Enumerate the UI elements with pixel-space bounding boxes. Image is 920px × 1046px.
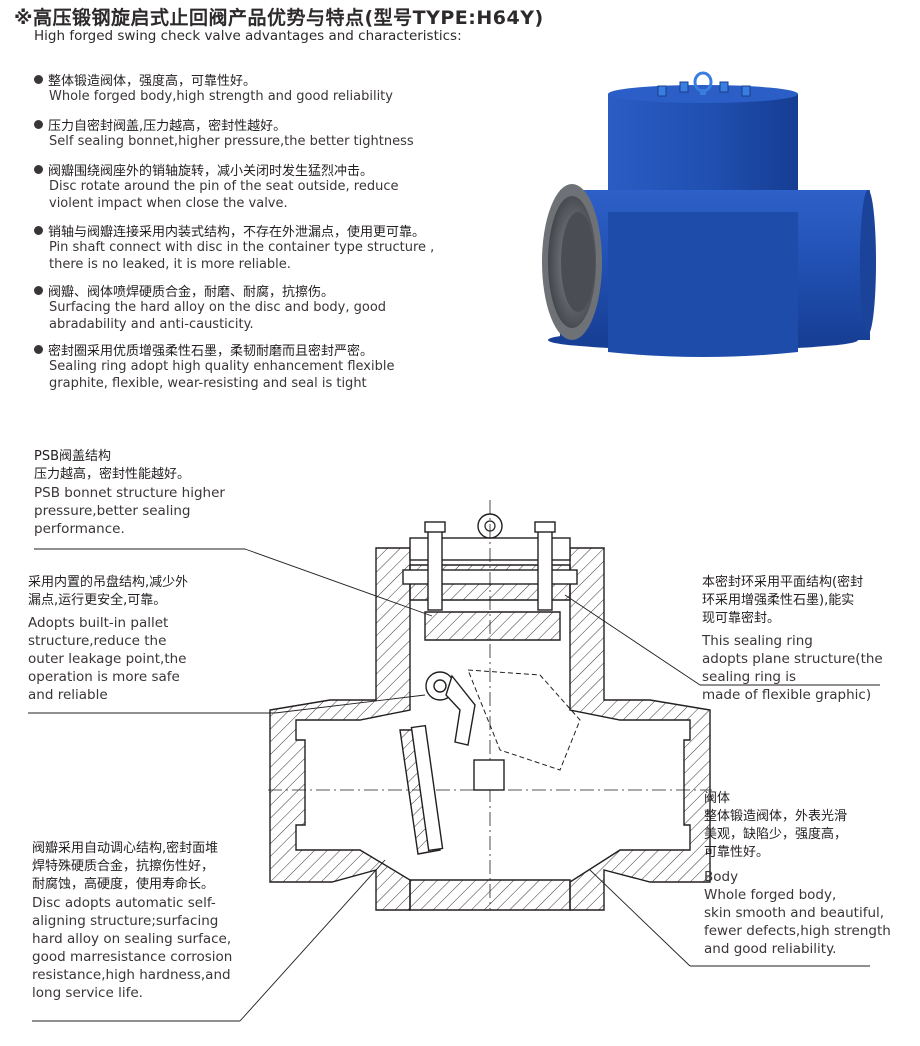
bullet-icon [34, 120, 43, 129]
advantage-en: abradability and anti-causticity. [49, 316, 254, 332]
page-subtitle: High forged swing check valve advantages… [34, 28, 462, 44]
annotation-seal-ring: 本密封环采用平面结构(密封 环采用增强柔性石墨),能实 现可靠密封。 This … [702, 575, 883, 703]
advantage-item: 阀瓣围绕阀座外的销轴旋转，减小关闭时发生猛烈冲击。 Disc rotate ar… [34, 160, 504, 212]
advantage-item: 阀瓣、阀体喷焊硬质合金，耐磨、耐腐，抗擦伤。 Surfacing the har… [34, 281, 504, 333]
advantage-item: 销轴与阀瓣连接采用内装式结构，不存在外泄漏点，使用更可靠。 Pin shaft … [34, 221, 504, 273]
advantage-zh: 压力自密封阀盖,压力越高，密封性越好。 [48, 119, 287, 134]
advantage-en: graphite, flexible, wear-resisting and s… [49, 375, 367, 391]
advantage-en: Pin shaft connect with disc in the conta… [49, 240, 435, 255]
advantage-zh: 销轴与阀瓣连接采用内装式结构，不存在外泄漏点，使用更可靠。 [48, 225, 426, 240]
advantage-en: Whole forged body,high strength and good… [49, 89, 393, 104]
page-title: ※高压锻钢旋启式止回阀产品优势与特点(型号TYPE:H64Y) [14, 7, 544, 29]
advantage-en: Self sealing bonnet,higher pressure,the … [49, 134, 414, 149]
advantage-en: Disc rotate around the pin of the seat o… [49, 179, 399, 194]
bullet-icon [34, 226, 43, 235]
valve-product-image [542, 71, 876, 357]
advantage-item: 密封圈采用优质增强柔性石墨，柔韧耐磨而且密封严密。 Sealing ring a… [34, 340, 504, 392]
advantage-en: Sealing ring adopt high quality enhancem… [49, 359, 395, 374]
advantage-en: violent impact when close the valve. [49, 195, 288, 211]
bullet-icon [34, 286, 43, 295]
bullet-icon [34, 345, 43, 354]
advantage-en: there is no leaked, it is more reliable. [49, 256, 291, 272]
annotation-body: 阀体 整体锻造阀体，外表光滑 美观，缺陷少，强度高， 可靠性好。 Body Wh… [704, 791, 891, 957]
valve-cross-section-diagram [28, 500, 880, 1022]
advantage-zh: 整体锻造阀体，强度高，可靠性好。 [48, 74, 257, 89]
bullet-icon [34, 75, 43, 84]
advantage-zh: 阀瓣围绕阀座外的销轴旋转，减小关闭时发生猛烈冲击。 [48, 164, 374, 179]
annotation-pallet: 采用内置的吊盘结构,减少外 漏点,运行更安全,可靠。 Adopts built-… [28, 575, 189, 703]
annotation-bonnet: PSB阀盖结构 压力越高，密封性能越好。 PSB bonnet structur… [34, 449, 225, 537]
bullet-icon [34, 165, 43, 174]
advantage-en: Surfacing the hard alloy on the disc and… [49, 300, 387, 315]
advantage-zh: 密封圈采用优质增强柔性石墨，柔韧耐磨而且密封严密。 [48, 344, 374, 359]
advantage-item: 整体锻造阀体，强度高，可靠性好。 Whole forged body,high … [34, 70, 504, 106]
advantage-item: 压力自密封阀盖,压力越高，密封性越好。 Self sealing bonnet,… [34, 115, 504, 151]
advantage-zh: 阀瓣、阀体喷焊硬质合金，耐磨、耐腐，抗擦伤。 [48, 285, 335, 300]
annotation-disc: 阀瓣采用自动调心结构,密封面堆 焊特殊硬质合金，抗擦伤性好， 耐腐蚀，高硬度，使… [32, 841, 233, 1001]
